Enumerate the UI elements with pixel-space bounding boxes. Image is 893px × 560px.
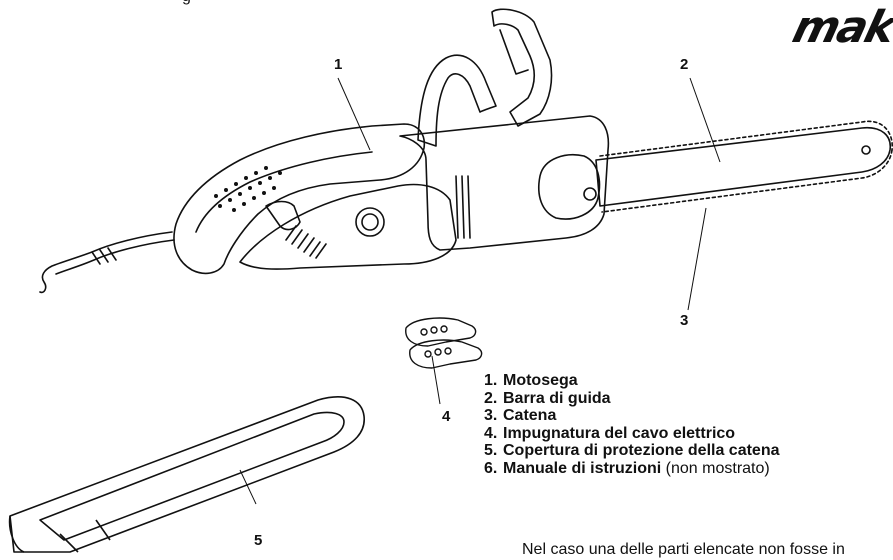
power-cord <box>39 231 173 294</box>
motor-housing <box>239 183 457 270</box>
trigger <box>265 200 301 231</box>
oil-cap-knob <box>355 207 385 237</box>
callout-4: 4 <box>442 408 451 425</box>
parts-list-item: 4.Impugnatura del cavo elettrico <box>484 424 736 442</box>
chain-cover-part <box>8 396 365 553</box>
parts-list-item: 6.Manuale di istruzioni (non mostrato) <box>484 459 770 477</box>
chain-bottom <box>601 149 893 213</box>
cord-holder-part <box>405 317 483 369</box>
callout-1: 1 <box>334 56 343 73</box>
callout-2: 2 <box>680 56 689 73</box>
grip-texture <box>214 166 282 212</box>
body-vents <box>455 175 471 239</box>
front-handle <box>417 54 497 147</box>
cut-text-fragment: g <box>182 0 191 6</box>
chain-brake-guard <box>491 8 553 127</box>
parts-list-item: 2.Barra di guida <box>484 389 611 407</box>
callout-5: 5 <box>254 532 263 549</box>
parts-list-item: 3.Catena <box>484 407 557 424</box>
vent-grille <box>285 225 327 259</box>
leader-1 <box>337 77 371 151</box>
leader-4 <box>431 355 441 405</box>
parts-list-item: 5.Copertura di protezione della catena <box>484 442 780 459</box>
parts-list: 1.Motosega 2.Barra di guida 3.Catena 4.I… <box>484 372 780 477</box>
leader-3 <box>687 207 707 311</box>
sprocket-cover <box>538 154 601 220</box>
chain-top <box>599 120 893 157</box>
leader-5 <box>239 469 257 505</box>
guide-bar <box>595 126 891 207</box>
footnote-text: Nel caso una delle parti elencate non fo… <box>522 541 845 558</box>
leader-2 <box>689 77 721 163</box>
rear-handle <box>173 123 426 275</box>
saw-body <box>399 115 610 251</box>
callout-3: 3 <box>680 312 689 329</box>
parts-list-item: 1.Motosega <box>484 372 578 389</box>
